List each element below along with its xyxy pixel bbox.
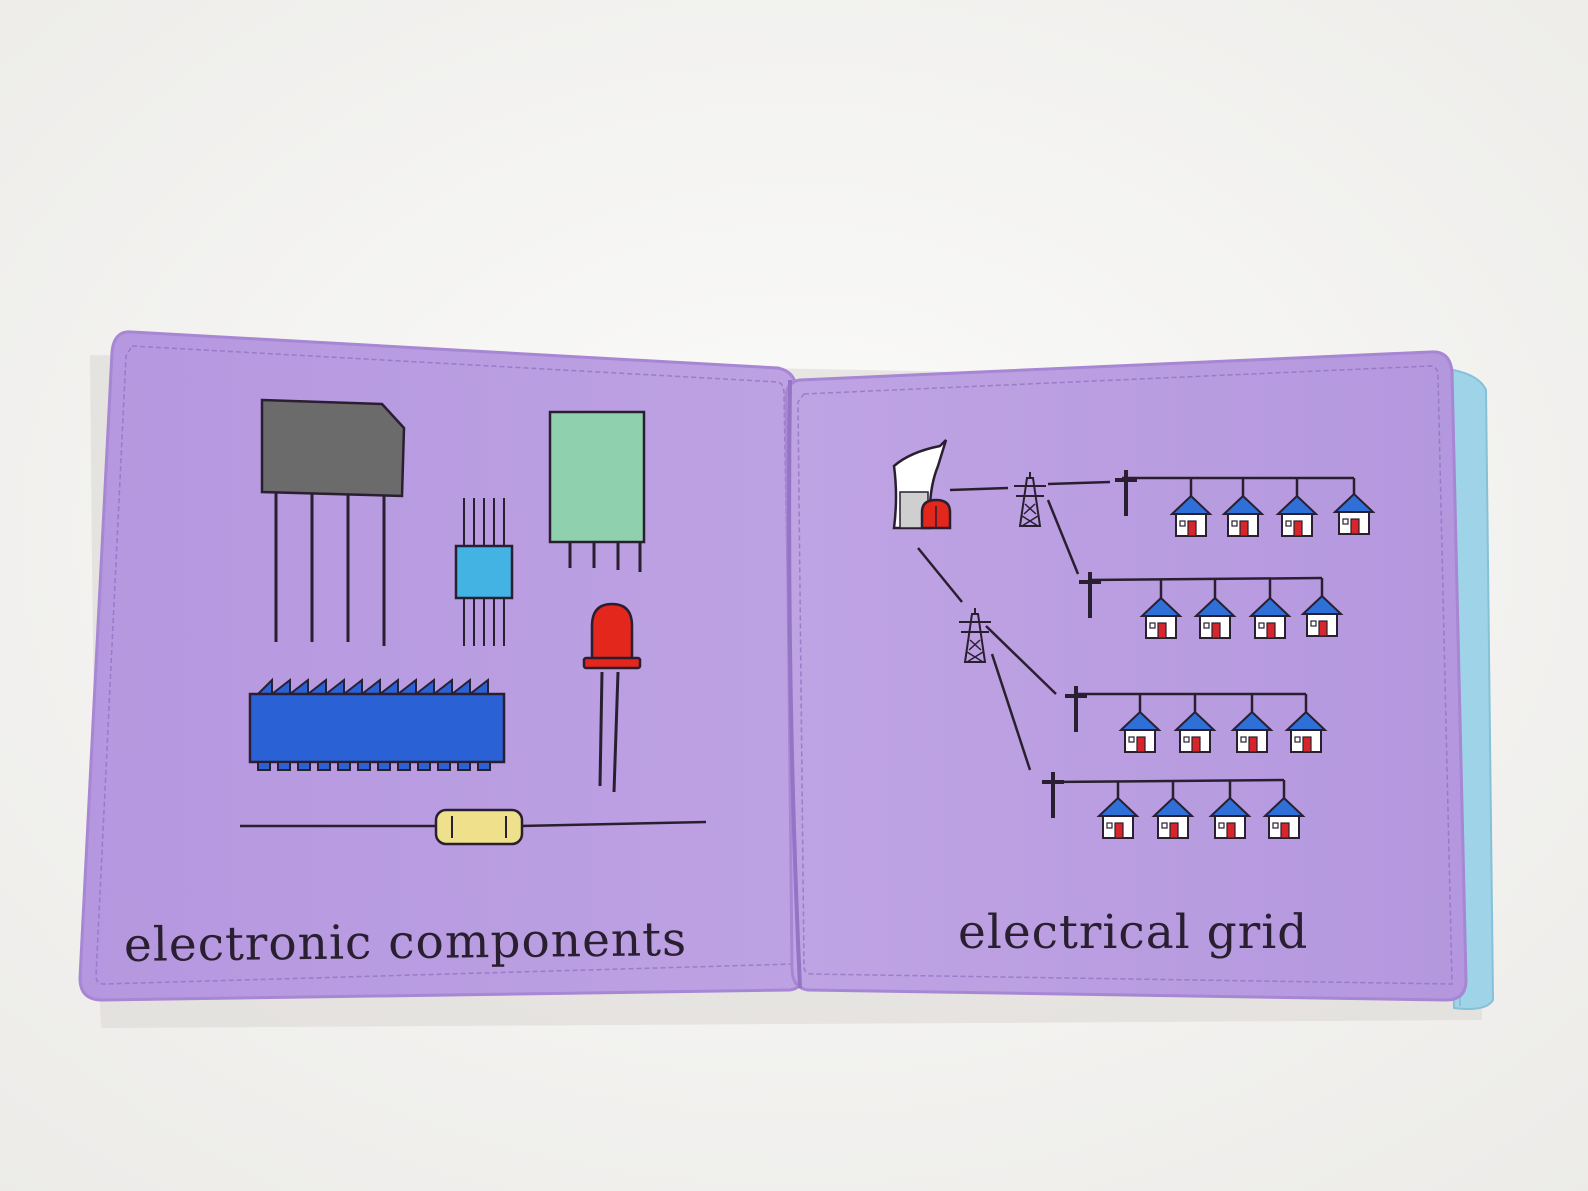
- right-page: [784, 350, 1468, 1002]
- red-led-icon: [582, 602, 642, 793]
- cyan-chip-icon: [454, 498, 514, 646]
- spine-crease: [787, 379, 802, 989]
- power-plant-icon: [892, 439, 952, 530]
- left-page: [78, 330, 808, 1002]
- resistor-icon: [240, 808, 707, 846]
- blue-ic-icon: [248, 677, 506, 771]
- right-page-title: electrical grid: [958, 905, 1309, 960]
- left-page-title: electronic components: [123, 912, 688, 973]
- green-module-icon: [548, 410, 646, 572]
- gray-chip-icon: [260, 398, 406, 646]
- grid-lines: [917, 476, 1356, 798]
